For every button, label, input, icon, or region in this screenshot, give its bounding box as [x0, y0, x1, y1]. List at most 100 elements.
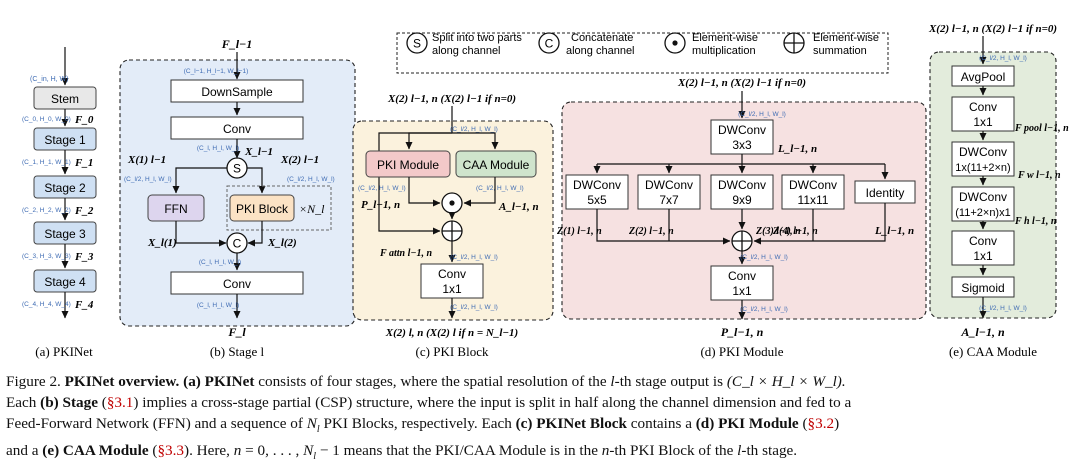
svg-text:7x7: 7x7 [659, 193, 679, 207]
svg-text:F_4: F_4 [74, 299, 94, 311]
svg-text:Element-wise: Element-wise [813, 32, 879, 44]
svg-text:5x5: 5x5 [587, 193, 607, 207]
svg-text:CAA Module: CAA Module [463, 158, 530, 172]
panel-e-caa-module: X(2) l−1, n (X(2) l−1 if n=0) (C_l/2, H_… [928, 23, 1069, 359]
svg-text:AvgPool: AvgPool [961, 70, 1005, 84]
svg-text:PKI Block: PKI Block [236, 202, 289, 216]
svg-text:(C_1, H_1, W_1): (C_1, H_1, W_1) [22, 159, 71, 166]
svg-text:Stage 1: Stage 1 [44, 133, 86, 147]
svg-text:DownSample: DownSample [201, 85, 273, 99]
svg-text:11x11: 11x11 [798, 193, 829, 207]
svg-text:F_3: F_3 [74, 251, 94, 263]
legend-split: S Split into two parts along channel [406, 32, 522, 57]
svg-text:F pool l−1, n: F pool l−1, n [1014, 123, 1069, 134]
figure-caption: Figure 2. PKINet overview. (a) PKINet co… [6, 373, 852, 463]
svg-text:(C_l/2, H_l, W_l): (C_l/2, H_l, W_l) [738, 111, 786, 118]
dwconv-branch-1-box [565, 174, 629, 210]
svg-text:F_1: F_1 [74, 157, 93, 169]
svg-text:1x1: 1x1 [442, 282, 462, 296]
svg-text:DWConv: DWConv [718, 178, 766, 192]
svg-text:Conv: Conv [223, 122, 251, 136]
svg-text:(C_2, H_2, W_2): (C_2, H_2, W_2) [22, 207, 71, 214]
svg-text:along channel: along channel [566, 45, 635, 57]
conv1-box-e [951, 96, 1015, 132]
svg-text:(C_l/2, H_l, W_l): (C_l/2, H_l, W_l) [979, 55, 1027, 62]
svg-text:X_l(1): X_l(1) [147, 237, 177, 249]
svg-text:(11+2×n)x1: (11+2×n)x1 [955, 207, 1010, 219]
svg-text:FFN: FFN [164, 202, 187, 216]
legend: S Split into two parts along channel C C… [396, 32, 889, 74]
svg-text:Conv: Conv [438, 267, 466, 281]
svg-text:DWConv: DWConv [789, 178, 837, 192]
svg-text:Sigmoid: Sigmoid [961, 281, 1004, 295]
svg-text:(C_l, H_l, W_l): (C_l, H_l, W_l) [197, 302, 239, 309]
caption-b: (b) Stage l [210, 344, 265, 359]
svg-text:(C_4, H_4, W_4): (C_4, H_4, W_4) [22, 301, 71, 308]
svg-text:(C_in, H, W): (C_in, H, W) [30, 76, 69, 83]
svg-text:X_l(2): X_l(2) [267, 237, 297, 249]
svg-text:X_l−1: X_l−1 [244, 146, 273, 158]
svg-text:X(2) l−1, n (X(2) l−1 if n=0): X(2) l−1, n (X(2) l−1 if n=0) [928, 23, 1057, 35]
svg-text:(C_l/2, H_l, W_l): (C_l/2, H_l, W_l) [450, 254, 498, 261]
svg-text:F_l−1: F_l−1 [221, 37, 253, 51]
svg-text:along channel: along channel [432, 45, 501, 57]
svg-text:9x9: 9x9 [732, 193, 752, 207]
svg-text:F h l−1, n: F h l−1, n [1014, 216, 1057, 227]
svg-text:F_2: F_2 [74, 205, 94, 217]
svg-text:Split into two parts: Split into two parts [432, 32, 522, 44]
pkinet-figure: S Split into two parts along channel C C… [22, 23, 1069, 359]
dwconv-3x3-box [710, 119, 774, 155]
svg-text:Identity: Identity [866, 186, 905, 200]
panel-d-pki-module: X(2) l−1, n (X(2) l−1 if n=0) (C_l/2, H_… [556, 77, 927, 359]
svg-text:1x1: 1x1 [973, 249, 993, 263]
svg-text:S: S [233, 162, 241, 176]
split-icon [406, 32, 428, 54]
svg-text:(C_l/2, H_l, W_l): (C_l/2, H_l, W_l) [450, 126, 498, 133]
svg-text:F w l−1, n: F w l−1, n [1017, 170, 1061, 181]
svg-text:(C_l/2, H_l, W_l): (C_l/2, H_l, W_l) [476, 185, 524, 192]
caa-module-box [455, 150, 537, 178]
svg-text:DWConv: DWConv [645, 178, 693, 192]
svg-text:DWConv: DWConv [959, 190, 1007, 204]
svg-text:DWConv: DWConv [959, 145, 1007, 159]
svg-text:summation: summation [813, 45, 867, 57]
svg-text:Z(1) l−1, n: Z(1) l−1, n [556, 226, 602, 237]
svg-text:F_l: F_l [227, 325, 246, 339]
svg-text:Z(4) l−1, n: Z(4) l−1, n [772, 226, 818, 237]
svg-text:(C_l/2, H_l, W_l): (C_l/2, H_l, W_l) [124, 176, 172, 183]
svg-text:DWConv: DWConv [718, 123, 766, 137]
svg-text:1x(11+2×n): 1x(11+2×n) [955, 162, 1010, 174]
svg-text:Conv: Conv [223, 277, 251, 291]
svg-text:Stage 2: Stage 2 [44, 181, 86, 195]
svg-text:A_l−1, n: A_l−1, n [960, 325, 1005, 339]
svg-text:X(2) l−1: X(2) l−1 [280, 154, 319, 166]
panel-b-stage: F_l−1 (C_l−1, H_l−1, W_l−1) DownSample C… [119, 37, 356, 359]
svg-text:(C_l/2, H_l, W_l): (C_l/2, H_l, W_l) [979, 305, 1027, 312]
svg-text:Conv: Conv [969, 100, 997, 114]
svg-text:X(1) l−1: X(1) l−1 [127, 154, 166, 166]
caption-e: (e) CAA Module [949, 344, 1037, 359]
svg-text:×N_l: ×N_l [299, 202, 325, 216]
svg-text:F_0: F_0 [74, 114, 94, 126]
svg-text:(C_l, H_l, W_l): (C_l, H_l, W_l) [199, 259, 241, 266]
svg-text:Conv: Conv [728, 269, 756, 283]
svg-text:Stage 4: Stage 4 [44, 275, 86, 289]
svg-text:(C_l/2, H_l, W_l): (C_l/2, H_l, W_l) [740, 254, 788, 261]
caption-d: (d) PKI Module [700, 344, 783, 359]
dwconv-vertical-box [951, 186, 1015, 222]
concat-icon [538, 32, 560, 54]
legend-concat: C Concatenate along channel [538, 32, 635, 57]
caption-a: (a) PKINet [35, 344, 93, 359]
svg-text:X(2) l−1, n (X(2) l−1 if n=0): X(2) l−1, n (X(2) l−1 if n=0) [387, 93, 516, 105]
svg-text:C: C [545, 37, 554, 51]
svg-text:A_l−1, n: A_l−1, n [498, 201, 539, 213]
svg-text:X(2) l−1, n (X(2) l−1 if n=0): X(2) l−1, n (X(2) l−1 if n=0) [677, 77, 806, 89]
svg-text:(C_0, H_0, W_0): (C_0, H_0, W_0) [22, 116, 71, 123]
svg-text:F attn l−1, n: F attn l−1, n [379, 248, 432, 259]
svg-text:X(2) l, n (X(2) l if n = N_l−1: X(2) l, n (X(2) l if n = N_l−1) [385, 327, 518, 339]
svg-text:C: C [233, 237, 242, 251]
svg-text:Concatenate: Concatenate [571, 32, 633, 44]
svg-text:L_l−1, n: L_l−1, n [777, 143, 817, 155]
svg-text:multiplication: multiplication [692, 45, 756, 57]
svg-text:1x1: 1x1 [732, 284, 752, 298]
